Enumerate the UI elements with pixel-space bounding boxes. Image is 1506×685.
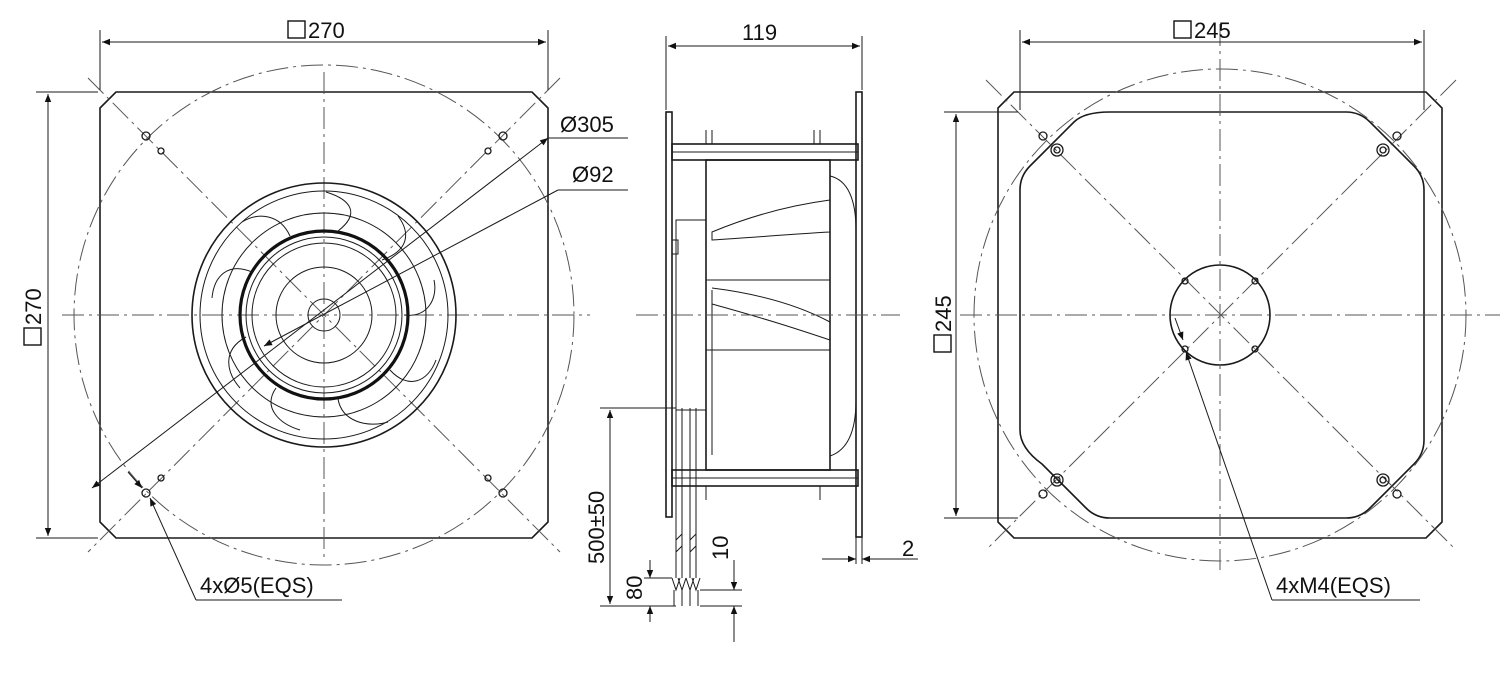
diameter-92-leader <box>263 189 559 347</box>
mount-holes-leader <box>149 497 197 601</box>
diameter-305-leader <box>91 137 549 489</box>
rear-inner-panel <box>1019 111 1425 519</box>
side-view: 119 500±50 80 10 2 <box>584 20 918 642</box>
thread-leader <box>1185 351 1273 601</box>
rear-diagonal-2 <box>985 79 1457 551</box>
thread-label: 4xM4(EQS) <box>1276 573 1391 598</box>
square-symbol <box>287 20 306 39</box>
rear-width-label: 245 <box>1194 18 1231 43</box>
side-impeller-blade-top <box>711 199 831 241</box>
rear-hub-plate <box>1169 264 1271 366</box>
side-cables <box>671 408 701 606</box>
wire-end-label: 10 <box>708 536 733 560</box>
square-symbol <box>23 327 42 346</box>
rear-hub-holes <box>1181 277 1259 353</box>
side-depth-label: 119 <box>742 20 777 45</box>
rear-view: 245 245 4xM4(EQS) <box>931 18 1500 601</box>
strip-length-label: 80 <box>622 576 647 600</box>
side-impeller-blade-mid <box>711 287 831 323</box>
rear-height-label: 245 <box>931 295 956 332</box>
front-height-label: 270 <box>21 288 46 325</box>
front-width-label: 270 <box>308 18 345 43</box>
side-shroud <box>829 175 857 457</box>
front-view: 270 270 Ø305 Ø92 4xØ5(EQS) <box>21 18 628 601</box>
square-symbol <box>1173 20 1192 39</box>
rear-plate-outline <box>997 91 1443 539</box>
flange-thickness-label: 2 <box>902 536 914 561</box>
rear-mount-holes <box>1038 131 1402 499</box>
rear-bolt-circle <box>973 68 1467 562</box>
diameter-305-label: Ø305 <box>560 112 614 137</box>
square-symbol <box>933 334 952 353</box>
front-bolt-circle <box>73 64 575 566</box>
cable-length-label: 500±50 <box>584 491 609 564</box>
diameter-92-label: Ø92 <box>572 162 614 187</box>
mount-holes-label: 4xØ5(EQS) <box>200 573 314 598</box>
